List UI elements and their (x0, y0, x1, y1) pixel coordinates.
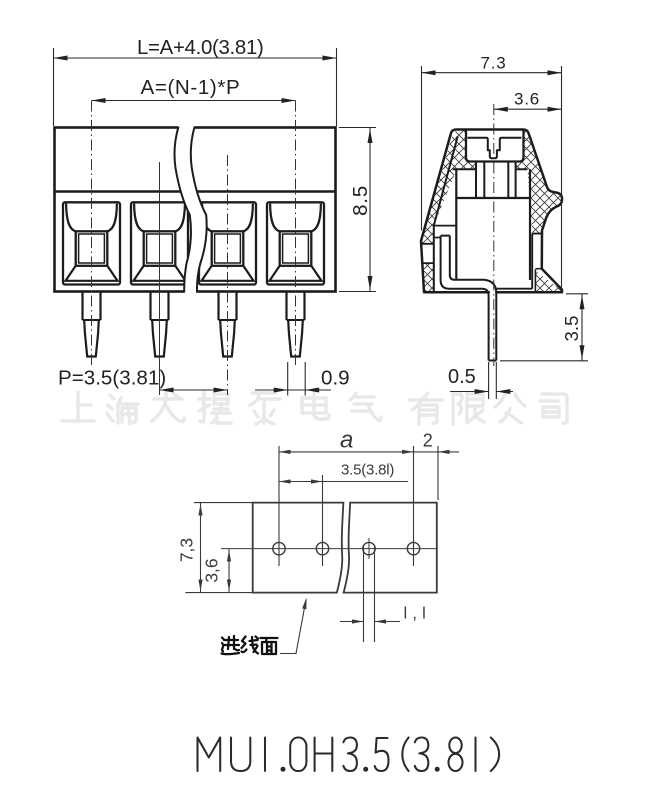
svg-text:2: 2 (423, 431, 433, 451)
svg-text:a: a (340, 427, 353, 454)
svg-text:P=3.5(3.81): P=3.5(3.81) (58, 367, 166, 390)
svg-text:3.5(3.8l): 3.5(3.8l) (341, 462, 394, 479)
svg-text:0.5: 0.5 (448, 366, 476, 388)
svg-text:7.3: 7.3 (481, 53, 507, 72)
svg-text:3.6: 3.6 (514, 89, 540, 108)
svg-text:l,l: l,l (404, 605, 432, 623)
svg-text:7,3: 7,3 (177, 538, 197, 562)
svg-text:3,6: 3,6 (202, 558, 222, 582)
svg-text:L=A+4.0(3.81): L=A+4.0(3.81) (137, 37, 263, 59)
svg-text:0.9: 0.9 (321, 367, 350, 390)
svg-text:3.5: 3.5 (561, 316, 582, 342)
svg-text:A=(N-1)*P: A=(N-1)*P (141, 76, 241, 99)
svg-text:8.5: 8.5 (349, 185, 372, 216)
